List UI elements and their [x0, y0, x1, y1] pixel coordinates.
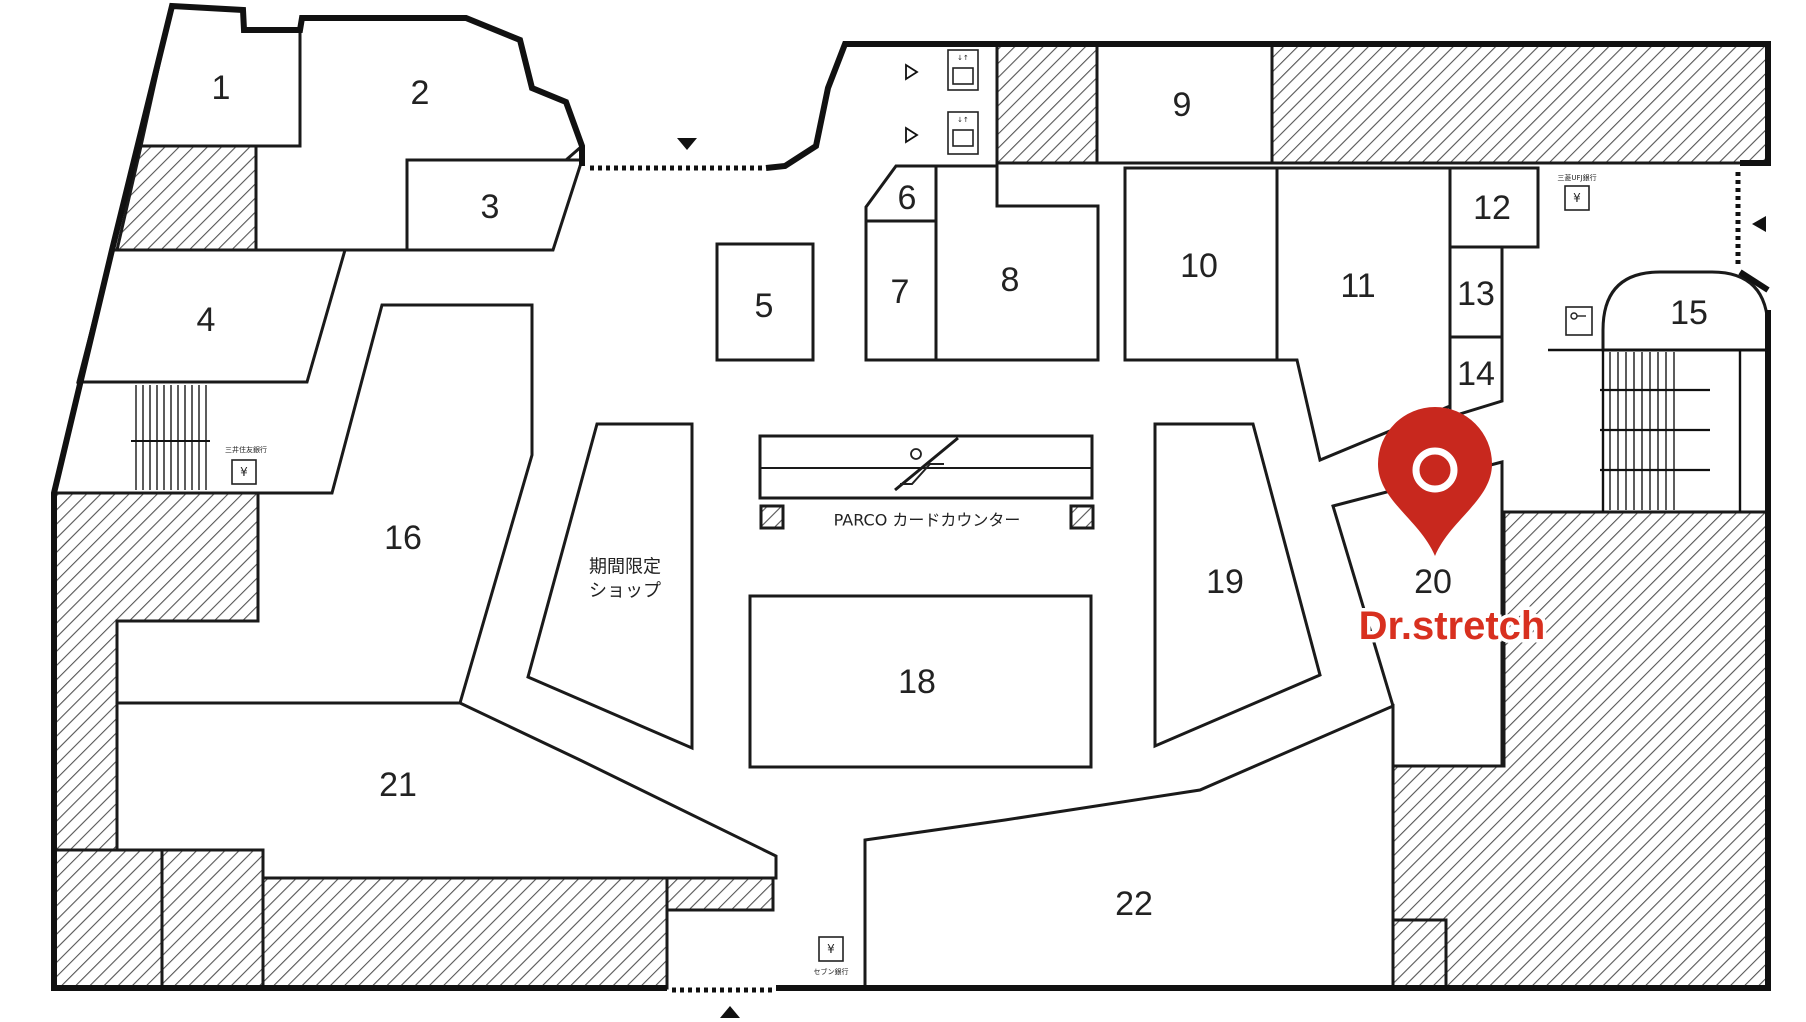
- elevator-arrow-icon: [905, 63, 919, 81]
- hatched-area: [160, 848, 265, 990]
- shop-unit-popup[interactable]: [526, 422, 694, 751]
- popup-shop-label: ショップ: [589, 581, 661, 602]
- map-pin-icon[interactable]: [1378, 407, 1492, 556]
- unit-number-22: 22: [1115, 885, 1153, 923]
- shop-unit-12[interactable]: [1448, 166, 1540, 249]
- svg-text:↓↑: ↓↑: [957, 54, 969, 62]
- shop-unit-5[interactable]: [715, 242, 815, 362]
- shop-unit-16[interactable]: [115, 303, 534, 705]
- svg-text:↓↑: ↓↑: [957, 116, 969, 124]
- location-marker[interactable]: Dr.stretch: [1355, 407, 1549, 652]
- card-counter: PARCO カードカウンター: [758, 434, 1095, 530]
- atm-east: 三菱UFJ銀行 ¥: [1557, 173, 1597, 211]
- building-outline: [51, 2, 1771, 991]
- stairs-west-icon: [131, 385, 210, 490]
- unit-number-3: 3: [481, 188, 500, 226]
- unit-number-16: 16: [384, 519, 422, 557]
- atms: 三井住友銀行 ¥ 三菱UFJ銀行 ¥ ¥ セブン銀行: [225, 173, 1597, 976]
- unit-number-4: 4: [197, 301, 216, 339]
- entrance-arrow-east: [1752, 216, 1766, 232]
- shop-unit-10[interactable]: [1123, 166, 1279, 362]
- map-pin-hole: [1412, 447, 1458, 493]
- elevators: ↓↑ ↓↑: [905, 49, 979, 155]
- unit-number-1: 1: [212, 69, 231, 107]
- shop-unit-19[interactable]: [1153, 422, 1322, 749]
- unit-number-5: 5: [755, 287, 774, 325]
- elevator-arrow-icon: [905, 126, 919, 144]
- shop-unit-14[interactable]: [1448, 335, 1504, 420]
- unit-number-6: 6: [898, 179, 917, 217]
- atm-west: 三井住友銀行 ¥: [225, 445, 267, 485]
- card-counter-label: PARCO カードカウンター: [834, 511, 1021, 530]
- unit-number-2: 2: [411, 74, 430, 112]
- card-counter-marker-right: [1069, 504, 1095, 530]
- escalator-icon: [900, 448, 944, 485]
- atm-yen-icon: [818, 936, 844, 962]
- marker-label[interactable]: Dr.stretch: [1355, 601, 1549, 652]
- shop-unit-3[interactable]: [405, 158, 585, 252]
- atm-south: ¥ セブン銀行: [814, 936, 849, 976]
- unit-number-21: 21: [379, 766, 417, 804]
- unit-number-18: 18: [898, 663, 936, 701]
- popup-shop-label: 期間限定: [589, 557, 661, 578]
- hatched-area: [1270, 42, 1770, 165]
- unit-number-14: 14: [1457, 355, 1495, 393]
- entrance-arrow-north: [677, 138, 697, 150]
- entrance-arrow-south: [720, 1006, 740, 1018]
- atm-yen-icon: [1564, 185, 1590, 211]
- shop-unit-21[interactable]: [115, 701, 778, 880]
- shop-unit-18[interactable]: [748, 594, 1093, 769]
- unit-number-10: 10: [1180, 247, 1218, 285]
- svg-text:三井住友銀行: 三井住友銀行: [225, 445, 267, 454]
- locker-icon: [1565, 306, 1593, 336]
- shop-unit-13[interactable]: [1448, 245, 1504, 339]
- stairs: [131, 348, 1768, 512]
- svg-text:セブン銀行: セブン銀行: [814, 967, 849, 976]
- shop-unit-9[interactable]: [1095, 42, 1274, 165]
- svg-text:¥: ¥: [240, 465, 248, 479]
- svg-text:三菱UFJ銀行: 三菱UFJ銀行: [1557, 173, 1596, 182]
- shop-units: [76, 4, 1770, 990]
- atm-yen-icon: [231, 459, 257, 485]
- card-counter-marker-left: [759, 504, 785, 530]
- hatched-area: [115, 144, 258, 252]
- unit-number-11: 11: [1340, 267, 1375, 305]
- unit-number-15: 15: [1670, 294, 1708, 332]
- shop-unit-7[interactable]: [864, 219, 938, 362]
- hatched-area: [995, 42, 1099, 165]
- unit-number-12: 12: [1473, 189, 1511, 227]
- unit-labels: 1 2 3 4 5 6 7 8 9 10 11 12 13 14 15 16 1…: [197, 69, 1708, 923]
- hatched-area: [52, 848, 164, 990]
- unit-number-9: 9: [1173, 86, 1192, 124]
- svg-text:¥: ¥: [1573, 191, 1581, 205]
- unit-number-7: 7: [891, 273, 910, 311]
- unit-number-13: 13: [1457, 275, 1495, 313]
- unit-number-8: 8: [1001, 261, 1020, 299]
- svg-text:¥: ¥: [827, 942, 835, 956]
- shop-unit-8[interactable]: [934, 164, 1100, 362]
- unit-number-20: 20: [1414, 563, 1452, 601]
- stairs-east-icon: [1548, 348, 1768, 512]
- entrances: [590, 138, 1766, 1018]
- unit-number-19: 19: [1206, 563, 1244, 601]
